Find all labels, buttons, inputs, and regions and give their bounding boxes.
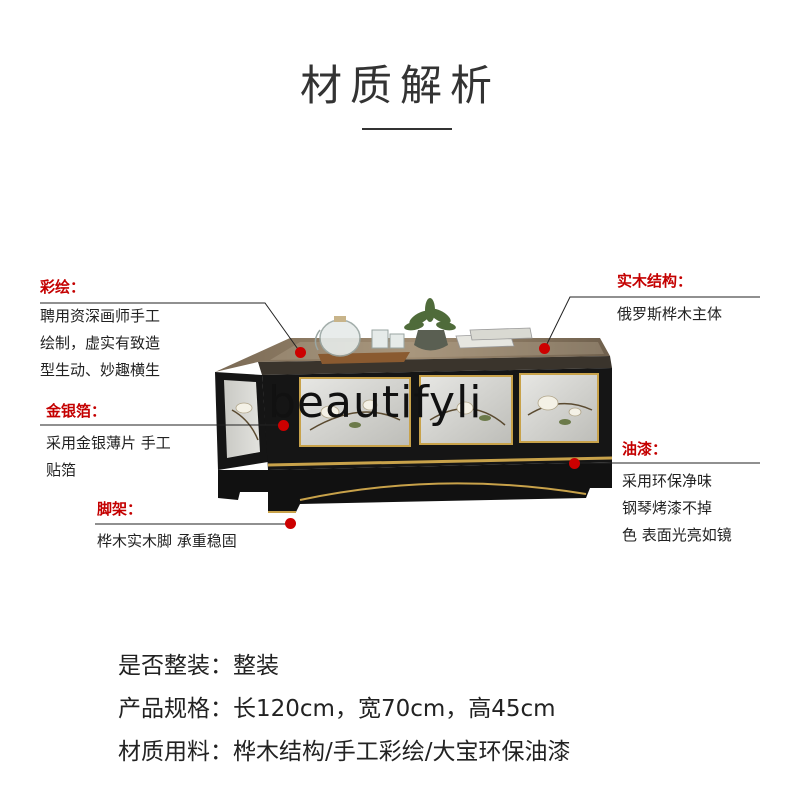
callout-line: 型生动、妙趣横生 [40,361,161,379]
callout-line: 采用环保净味 [622,472,713,490]
callout-label-jinyinbo: 金银箔： [46,402,107,420]
callout-marker-shimu [539,343,550,354]
callout-marker-caihui [295,347,306,358]
callout-marker-jiaojia [285,518,296,529]
callout-label-jiaojia: 脚架： [97,500,143,518]
callout-desc-jiaojia: 桦木实木脚 承重稳固 [97,528,237,555]
spec-assembly: 是否整装：整装 [118,653,279,679]
callout-desc-youqi: 采用环保净味 钢琴烤漆不掉 色 表面光亮如镜 [622,468,732,549]
callout-marker-jinyinbo [278,420,289,431]
callout-line: 桦木实木脚 承重稳固 [97,532,237,550]
callout-line: 采用金银薄片 手工 [46,434,171,452]
callout-line: 钢琴烤漆不掉 [622,499,713,517]
title-underline [362,128,452,130]
callout-desc-shimu: 俄罗斯桦木主体 [617,301,722,328]
spec-dimensions: 产品规格：长120cm，宽70cm，高45cm [118,696,556,722]
watermark-text: beautifyli [268,377,483,428]
callout-line: 聘用资深画师手工 [40,307,161,325]
callout-marker-youqi [569,458,580,469]
callout-line: 绘制，虚实有致造 [40,334,161,352]
callout-line: 贴箔 [46,461,77,479]
spec-materials: 材质用料：桦木结构/手工彩绘/大宝环保油漆 [118,739,571,765]
callout-desc-caihui: 聘用资深画师手工 绘制，虚实有致造 型生动、妙趣横生 [40,303,160,384]
callout-label-youqi: 油漆： [622,440,668,458]
callout-line: 色 表面光亮如镜 [622,526,732,544]
callout-line: 俄罗斯桦木主体 [617,305,723,323]
callout-desc-jinyinbo: 采用金银薄片 手工 贴箔 [46,430,171,484]
callout-label-shimu: 实木结构： [617,272,693,290]
page-title: 材质解析 [299,61,500,110]
callout-label-caihui: 彩绘： [40,278,86,296]
